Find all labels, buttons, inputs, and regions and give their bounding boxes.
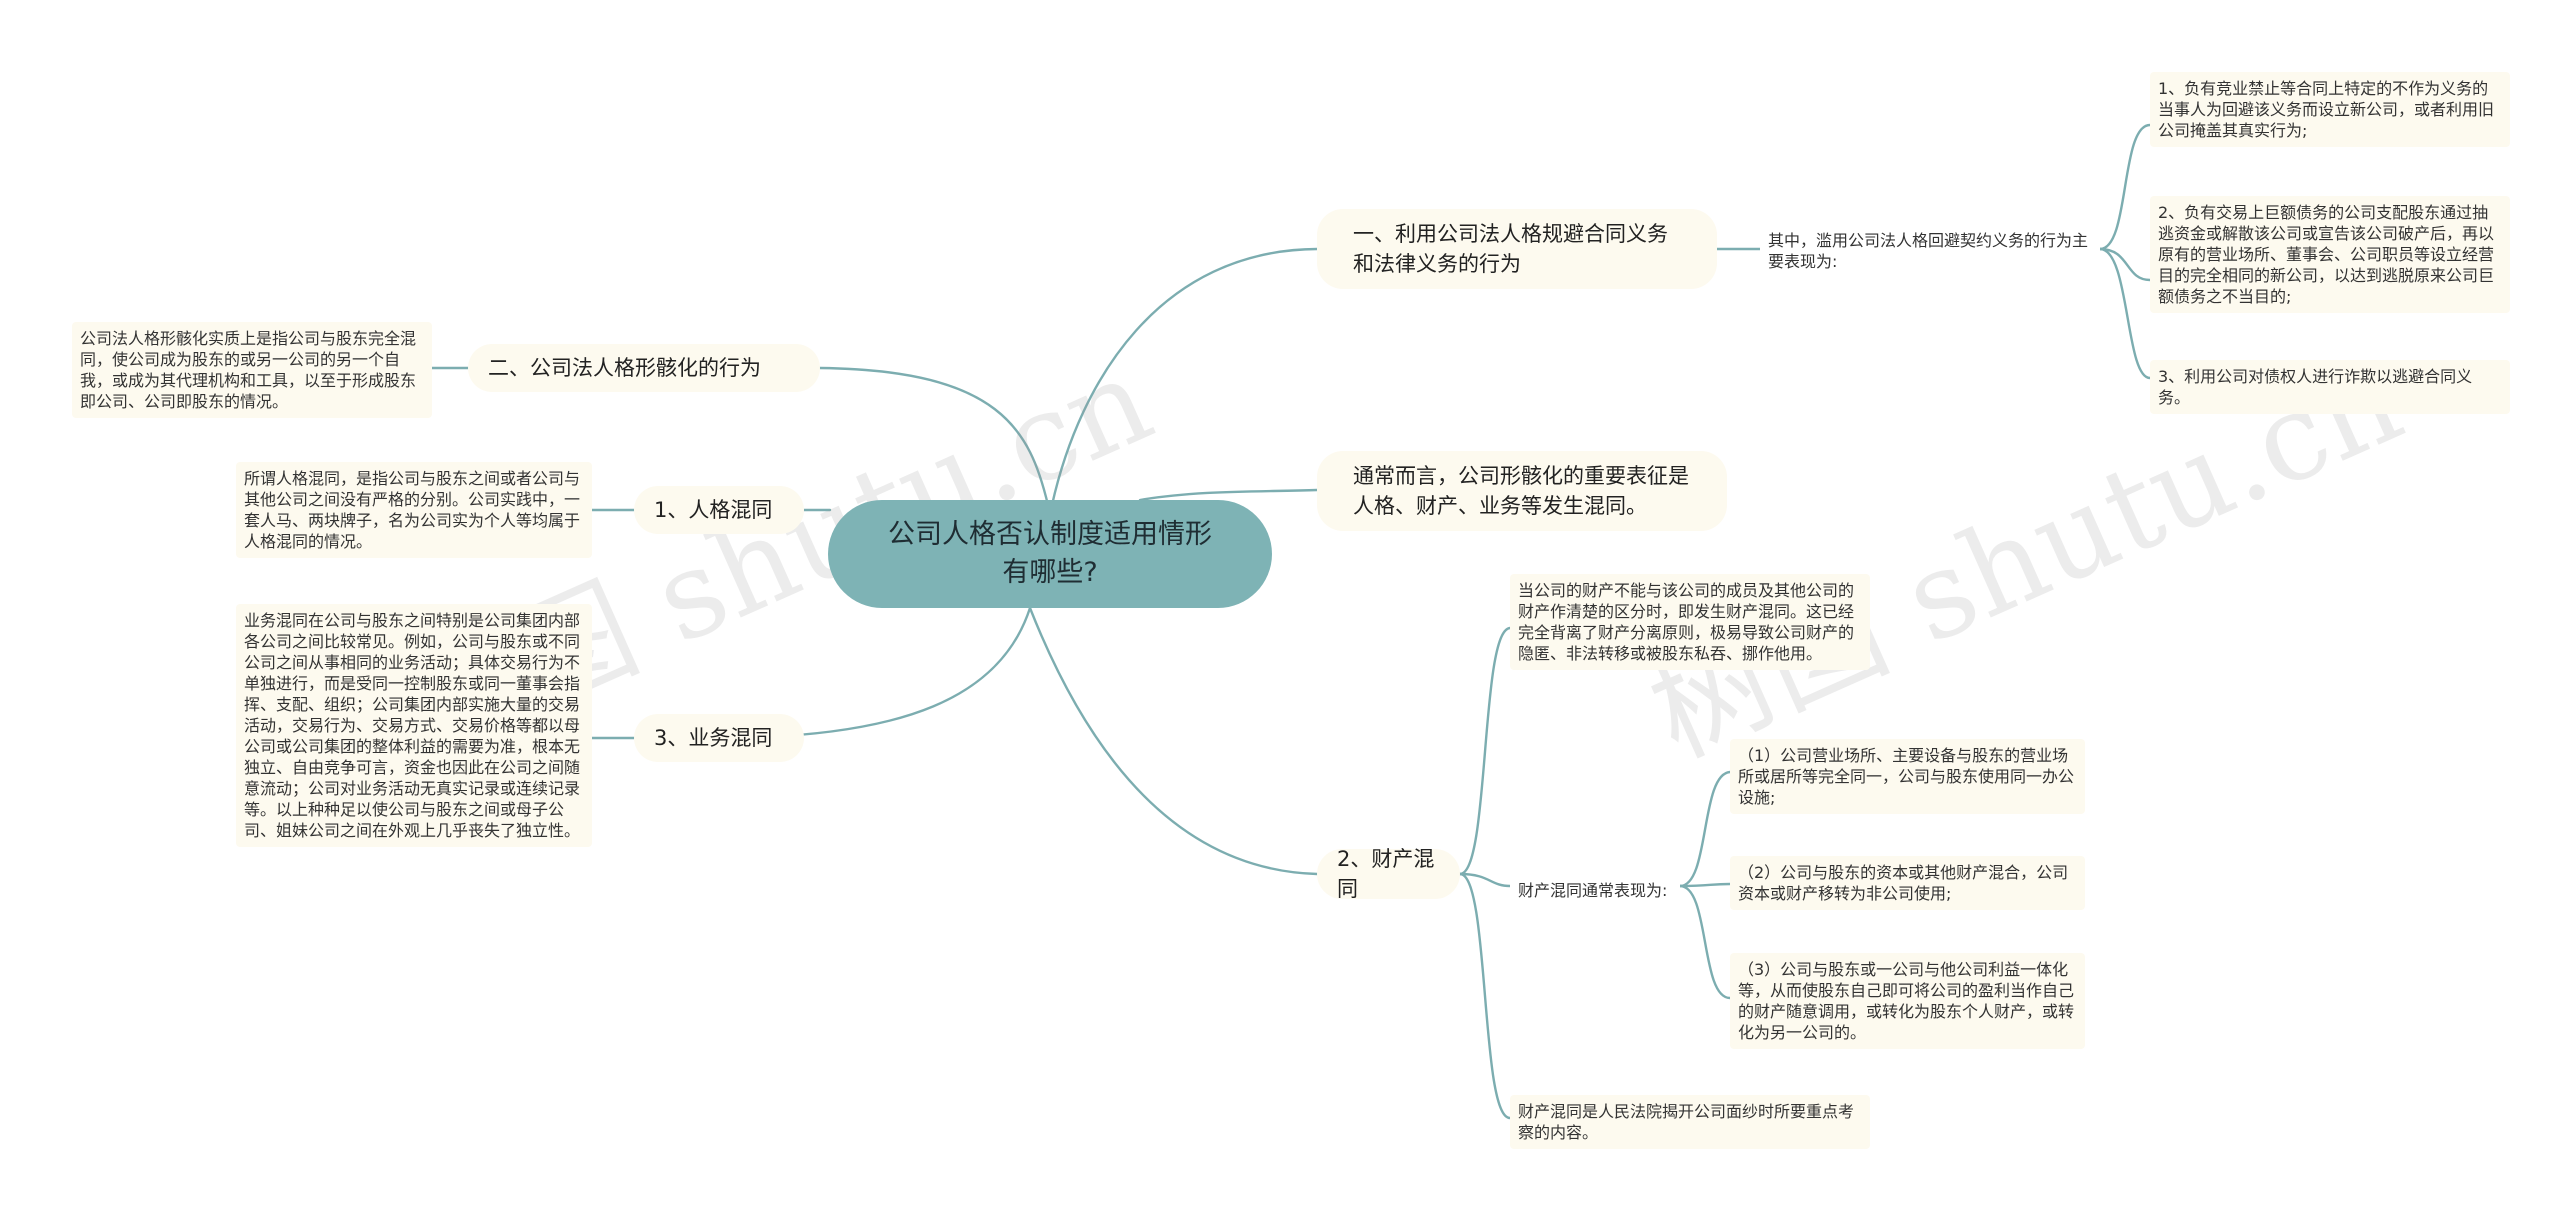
personality-confusion-text: 所谓人格混同，是指公司与股东之间或者公司与其他公司之间没有严格的分别。公司实践中… (236, 462, 592, 558)
branch-common-characteristics[interactable]: 通常而言，公司形骸化的重要表征是人格、财产、业务等发生混同。 (1317, 451, 1727, 531)
branch-formalization-behavior[interactable]: 二、公司法人格形骸化的行为 (468, 344, 820, 392)
branch-property-confusion[interactable]: 2、财产混同 (1317, 847, 1460, 901)
branch1-item-2: 2、负有交易上巨额债务的公司支配股东通过抽逃资金或解散该公司或宣告该公司破产后，… (2150, 196, 2510, 313)
property-confusion-sublabel: 财产混同通常表现为: (1510, 874, 1680, 907)
branch1-item-1: 1、负有竞业禁止等合同上特定的不作为义务的当事人为回避该义务而设立新公司，或者利… (2150, 72, 2510, 147)
link-root-branch3 (1028, 606, 1319, 876)
link-root-left1 (818, 366, 1050, 507)
branch-evade-contract-obligations[interactable]: 一、利用公司法人格规避合同义务和法律义务的行为 (1317, 209, 1717, 289)
formalization-text: 公司法人格形骸化实质上是指公司与股东完全混同，使公司成为股东的或另一公司的另一个… (72, 322, 432, 418)
branch1-intro-text: 其中，滥用公司法人格回避契约义务的行为主要表现为: (1760, 224, 2100, 278)
property-confusion-conclusion: 财产混同是人民法院揭开公司面纱时所要重点考察的内容。 (1510, 1095, 1870, 1149)
branch-personality-confusion[interactable]: 1、人格混同 (634, 486, 804, 534)
link-root-branch1 (1050, 247, 1319, 507)
root-topic[interactable]: 公司人格否认制度适用情形有哪些? (828, 500, 1272, 608)
link-root-branch2 (1138, 488, 1319, 502)
property-item-3: （3）公司与股东或一公司与他公司利益一体化等，从而使股东自己即可将公司的盈利当作… (1730, 953, 2085, 1049)
link-sub-items (1678, 770, 1732, 888)
branch1-item-3: 3、利用公司对债权人进行诈欺以逃避合同义务。 (2150, 360, 2510, 414)
link-branch3-bracket (1458, 626, 1512, 876)
property-item-2: （2）公司与股东的资本或其他财产混合，公司资本或财产移转为非公司使用; (1730, 856, 2085, 910)
link-intro-items (2098, 123, 2152, 251)
branch-business-confusion[interactable]: 3、业务混同 (634, 714, 804, 762)
property-confusion-definition: 当公司的财产不能与该公司的成员及其他公司的财产作清楚的区分时，即发生财产混同。这… (1510, 574, 1870, 670)
business-confusion-text: 业务混同在公司与股东之间特别是公司集团内部各公司之间比较常见。例如，公司与股东或… (236, 604, 592, 847)
property-item-1: （1）公司营业场所、主要设备与股东的营业场所或居所等完全同一，公司与股东使用同一… (1730, 739, 2085, 814)
